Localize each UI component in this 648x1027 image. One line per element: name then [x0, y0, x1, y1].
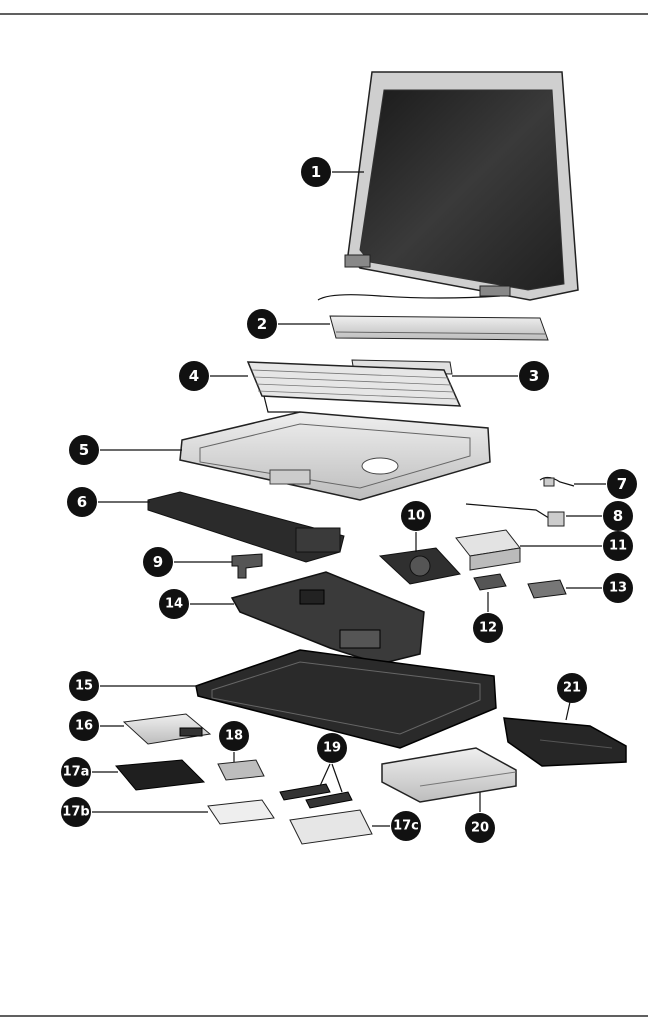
svg-text:19: 19 [323, 741, 341, 756]
callout-9: 9 [143, 547, 173, 577]
top-cover [179, 411, 491, 501]
svg-text:14: 14 [165, 597, 183, 612]
svg-text:15: 15 [75, 679, 93, 694]
base-enclosure [195, 649, 497, 749]
svg-text:2: 2 [257, 315, 267, 333]
mini-card-cover [289, 809, 373, 845]
svg-text:8: 8 [613, 507, 623, 525]
svg-text:12: 12 [479, 621, 497, 636]
memory-cover [207, 799, 275, 825]
callout-17b: 17b [61, 797, 91, 827]
svg-text:9: 9 [153, 553, 163, 571]
svg-text:17a: 17a [63, 765, 90, 780]
display-assembly [317, 71, 579, 301]
svg-text:10: 10 [407, 509, 425, 524]
battery [503, 717, 627, 767]
mini-card [217, 759, 265, 781]
callout-12: 12 [473, 613, 503, 643]
bracket [231, 553, 263, 579]
callout-14: 14 [159, 589, 189, 619]
svg-text:20: 20 [471, 821, 489, 836]
svg-text:1: 1 [311, 163, 321, 181]
optical-drive [381, 747, 517, 803]
hard-drive [122, 713, 212, 745]
speaker-assembly [147, 491, 345, 563]
callout-11: 11 [603, 531, 633, 561]
svg-text:7: 7 [617, 475, 627, 493]
keyboard [246, 361, 462, 413]
callout-6: 6 [67, 487, 97, 517]
card-module [527, 579, 567, 599]
callout-20: 20 [465, 813, 495, 843]
callout-4: 4 [179, 361, 209, 391]
svg-text:3: 3 [529, 367, 539, 385]
callout-17c: 17c [391, 811, 421, 841]
callout-8: 8 [603, 501, 633, 531]
system-board [230, 571, 425, 665]
callout-19: 19 [317, 733, 347, 763]
callout-15: 15 [69, 671, 99, 701]
callout-3: 3 [519, 361, 549, 391]
heat-sink [455, 529, 521, 571]
memory-modules [279, 783, 353, 809]
processor [473, 573, 507, 591]
svg-text:11: 11 [609, 539, 627, 554]
callout-10: 10 [401, 501, 431, 531]
small-cable [539, 476, 575, 487]
callout-2: 2 [247, 309, 277, 339]
callout-13: 13 [603, 573, 633, 603]
callout-16: 16 [69, 711, 99, 741]
callout-1: 1 [301, 157, 331, 187]
svg-text:17c: 17c [393, 819, 419, 834]
svg-text:21: 21 [563, 681, 581, 696]
svg-text:16: 16 [75, 719, 93, 734]
switch-cover [329, 315, 549, 341]
svg-text:13: 13 [609, 581, 627, 596]
callout-5: 5 [69, 435, 99, 465]
callout-7: 7 [607, 469, 637, 499]
power-cable [465, 503, 565, 527]
callout-21: 21 [557, 673, 587, 703]
callout-17a: 17a [61, 757, 91, 787]
callout-18: 18 [219, 721, 249, 751]
svg-text:17b: 17b [62, 805, 89, 820]
svg-text:4: 4 [189, 367, 199, 385]
fan [378, 547, 461, 585]
svg-text:18: 18 [225, 729, 243, 744]
hard-drive-cover [115, 759, 206, 791]
svg-text:6: 6 [77, 493, 87, 511]
svg-text:5: 5 [79, 441, 89, 459]
